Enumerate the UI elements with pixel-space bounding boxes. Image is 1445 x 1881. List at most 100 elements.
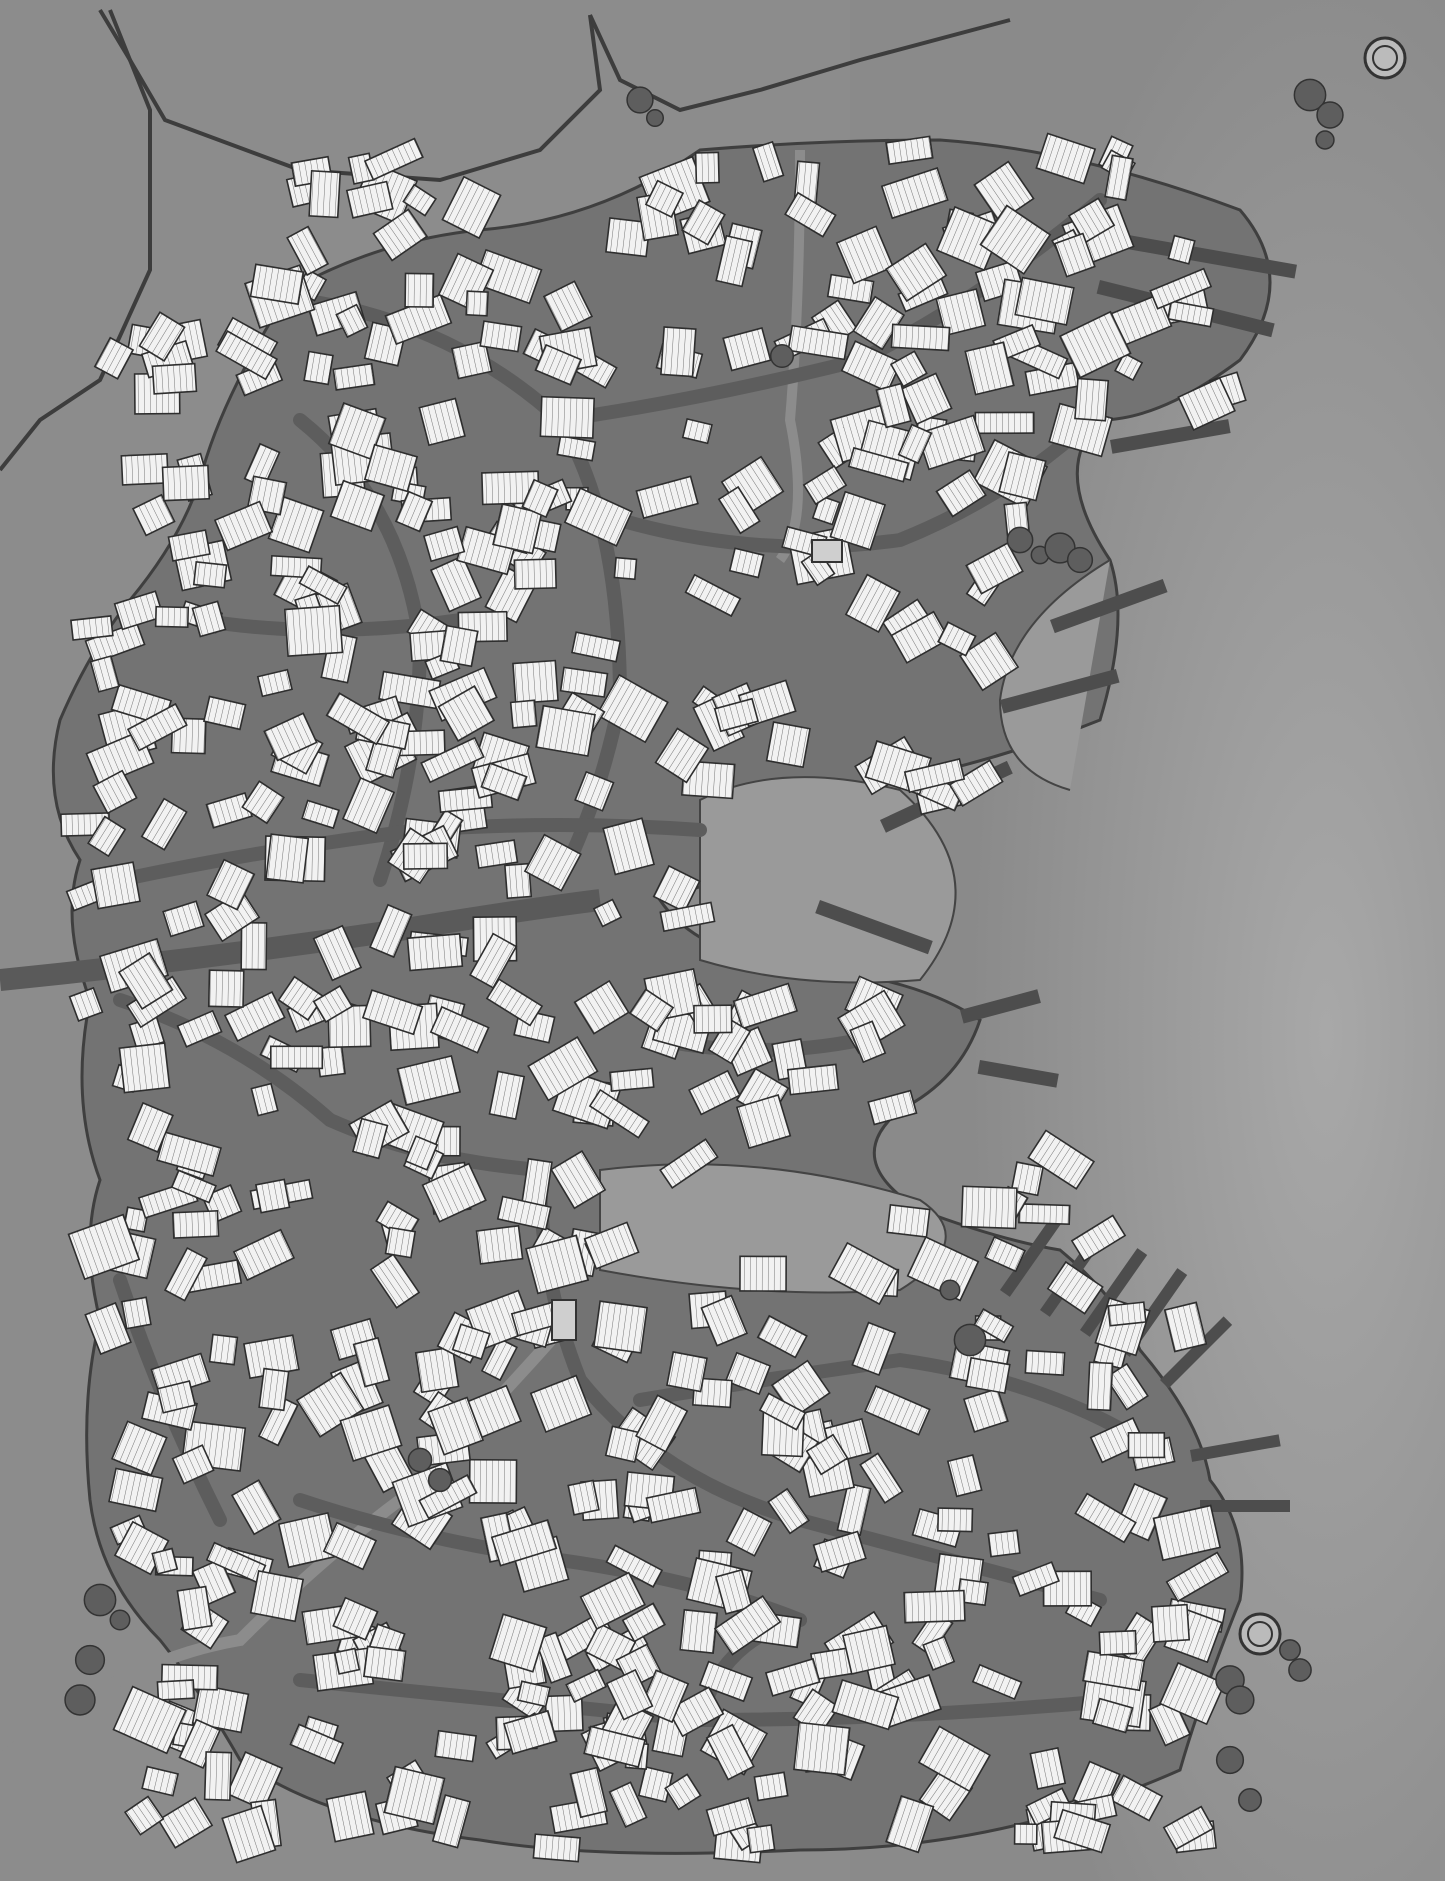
building: [513, 558, 557, 590]
building: [906, 1236, 980, 1302]
building: [571, 631, 622, 663]
building: [333, 1647, 361, 1675]
river-bridge: [811, 539, 843, 563]
building: [479, 320, 523, 353]
building: [1058, 310, 1132, 379]
building: [889, 350, 928, 388]
building: [698, 1660, 754, 1703]
building: [402, 183, 437, 217]
northern-inlet: [588, 14, 1011, 113]
building: [480, 762, 528, 802]
building: [503, 1709, 558, 1755]
building: [496, 1195, 552, 1231]
building: [638, 1669, 690, 1724]
building: [1159, 1661, 1226, 1726]
building: [322, 1521, 378, 1571]
pier: [1110, 419, 1231, 454]
building: [829, 490, 887, 551]
building: [384, 1226, 417, 1259]
building: [694, 151, 720, 184]
building: [937, 1507, 974, 1533]
building: [960, 1185, 1018, 1230]
building: [191, 1683, 250, 1734]
building: [126, 702, 188, 752]
tree: [645, 108, 665, 128]
building: [847, 446, 910, 483]
building: [628, 988, 675, 1033]
building: [161, 464, 211, 502]
building: [345, 180, 394, 219]
building: [369, 903, 413, 959]
building: [138, 311, 186, 362]
building: [875, 382, 912, 429]
building: [402, 842, 449, 870]
building: [1163, 1301, 1208, 1353]
building: [867, 1089, 918, 1126]
building: [488, 1070, 526, 1121]
building: [240, 921, 268, 971]
building: [308, 169, 342, 219]
building: [1013, 1823, 1038, 1846]
building: [899, 372, 953, 426]
building: [111, 1420, 168, 1477]
building: [534, 343, 583, 386]
building: [232, 1228, 296, 1282]
building: [92, 769, 138, 815]
building: [595, 673, 669, 744]
building: [559, 666, 609, 698]
building: [1162, 1805, 1215, 1851]
building: [1149, 267, 1213, 310]
south-tower: [1238, 1612, 1282, 1656]
building: [67, 1213, 141, 1281]
building: [126, 1101, 174, 1153]
building: [583, 1725, 646, 1768]
building: [1011, 1561, 1060, 1598]
building: [1109, 1774, 1164, 1822]
building: [1053, 1808, 1112, 1854]
building: [593, 1300, 648, 1354]
pier: [960, 989, 1041, 1024]
main-river: [775, 149, 805, 563]
building: [509, 699, 538, 729]
building: [249, 263, 305, 306]
building: [1014, 276, 1075, 326]
building: [490, 1519, 558, 1567]
building: [70, 615, 114, 641]
building: [634, 1394, 689, 1453]
building: [1104, 1362, 1149, 1411]
building: [840, 340, 903, 393]
building: [1010, 1161, 1045, 1197]
building: [521, 478, 559, 519]
tree: [769, 343, 795, 369]
building: [700, 1294, 749, 1347]
building: [468, 1458, 518, 1504]
building: [1098, 1629, 1138, 1656]
building: [123, 1795, 165, 1836]
building: [935, 468, 987, 518]
building: [784, 191, 837, 238]
building: [917, 1725, 992, 1793]
tree: [1225, 1685, 1255, 1715]
building: [156, 1131, 222, 1178]
tree: [109, 1609, 131, 1631]
building: [935, 288, 987, 337]
building: [332, 1596, 379, 1641]
building: [418, 397, 466, 447]
building: [406, 933, 464, 972]
building: [404, 272, 435, 308]
pier: [815, 899, 933, 955]
tree: [939, 1279, 961, 1301]
building: [714, 1568, 753, 1615]
building: [1165, 1551, 1230, 1603]
building: [112, 1685, 188, 1755]
building: [226, 1751, 284, 1811]
building: [859, 1452, 904, 1504]
building: [1167, 234, 1196, 265]
building: [1070, 1214, 1127, 1262]
building: [301, 799, 340, 830]
building: [241, 780, 285, 825]
tree: [83, 1583, 117, 1617]
pier: [1079, 1248, 1148, 1337]
building: [256, 668, 293, 698]
